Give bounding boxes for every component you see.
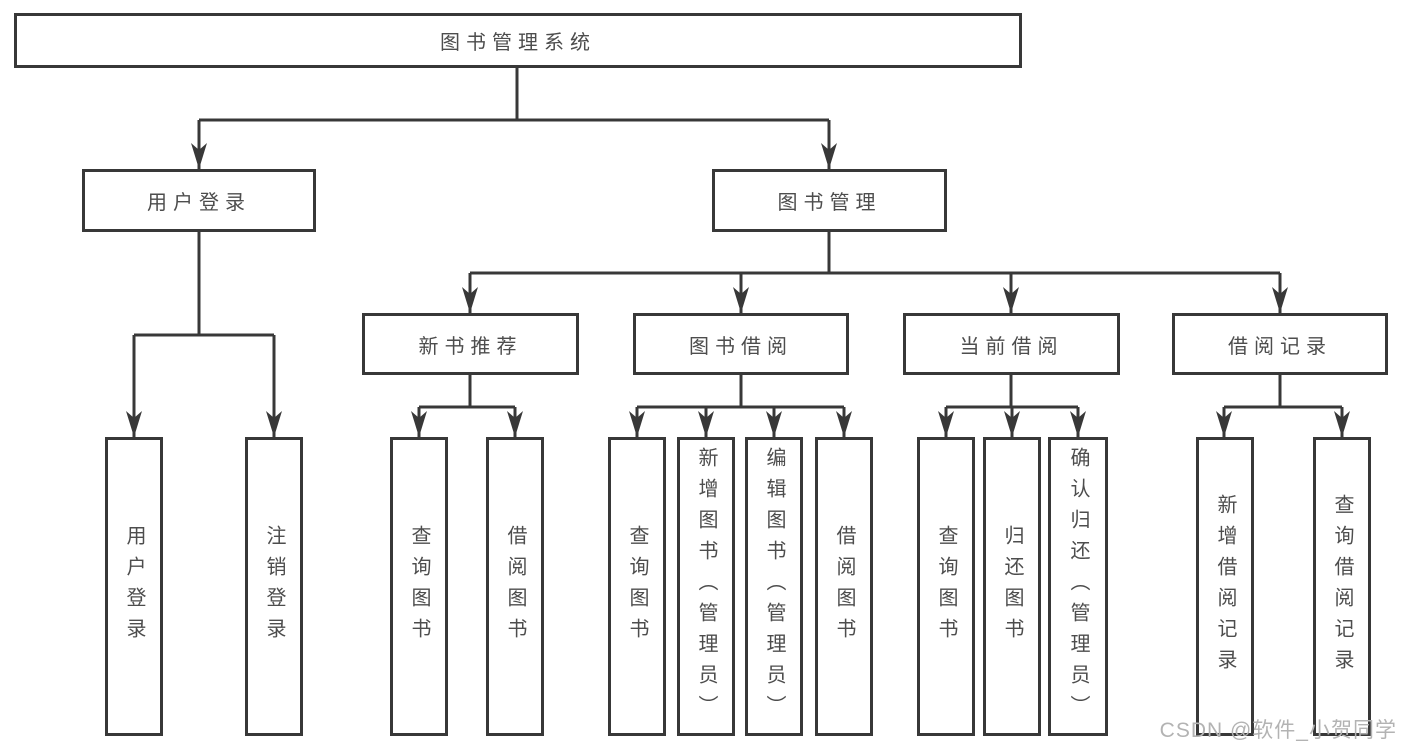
connector-book-management-children: [462, 232, 1288, 313]
leaf-query-books-recommend: 查询图书: [390, 437, 448, 736]
node-new-book-recommend-label: 新书推荐: [418, 335, 523, 358]
leaf-query-books-borrow: 查询图书: [608, 437, 666, 736]
leaf-edit-books-admin-label: 编辑图书（管理员）: [763, 447, 785, 726]
node-new-book-recommend: 新书推荐: [362, 313, 579, 375]
node-book-management: 图书管理: [712, 169, 947, 232]
node-book-borrow-label: 图书借阅: [689, 335, 793, 358]
node-current-borrow: 当前借阅: [903, 313, 1120, 375]
node-current-borrow-label: 当前借阅: [959, 335, 1064, 358]
leaf-return-books: 归还图书: [983, 437, 1041, 736]
leaf-add-books-admin-label: 新增图书（管理员）: [695, 447, 717, 726]
leaf-borrow-books-recommend-label: 借阅图书: [504, 524, 526, 649]
connector-borrow-records-children: [1216, 375, 1350, 437]
leaf-user-login-label: 用户登录: [123, 524, 145, 649]
leaf-query-books-borrow-label: 查询图书: [626, 524, 648, 649]
connector-new-book-children: [411, 375, 523, 437]
node-user-login-label: 用户登录: [147, 192, 251, 214]
node-borrow-records: 借阅记录: [1172, 313, 1388, 375]
leaf-user-login: 用户登录: [105, 437, 163, 736]
leaf-add-borrow-record: 新增借阅记录: [1196, 437, 1254, 736]
leaf-borrow-books-label: 借阅图书: [833, 524, 855, 649]
leaf-query-borrow-record-label: 查询借阅记录: [1331, 493, 1353, 680]
connector-user-login-children: [126, 232, 282, 437]
node-library-system-label: 图书管理系统: [440, 32, 596, 54]
leaf-query-books-current: 查询图书: [917, 437, 975, 736]
node-library-system: 图书管理系统: [14, 13, 1022, 68]
leaf-return-books-label: 归还图书: [1001, 524, 1023, 649]
node-user-login: 用户登录: [82, 169, 316, 232]
leaf-query-books-current-label: 查询图书: [935, 524, 957, 649]
leaf-confirm-return-admin-label: 确认归还（管理员）: [1067, 447, 1089, 726]
node-borrow-records-label: 借阅记录: [1228, 335, 1332, 358]
connector-root-to-level2: [191, 68, 837, 169]
leaf-add-borrow-record-label: 新增借阅记录: [1214, 493, 1236, 680]
leaf-logout-label: 注销登录: [263, 524, 285, 649]
node-book-borrow: 图书借阅: [633, 313, 849, 375]
leaf-edit-books-admin: 编辑图书（管理员）: [745, 437, 803, 736]
csdn-watermark: CSDN @软件_小贺同学: [1159, 719, 1397, 742]
connector-current-borrow-children: [938, 375, 1086, 437]
leaf-add-books-admin: 新增图书（管理员）: [677, 437, 735, 736]
leaf-query-books-recommend-label: 查询图书: [408, 524, 430, 649]
leaf-borrow-books: 借阅图书: [815, 437, 873, 736]
leaf-logout: 注销登录: [245, 437, 303, 736]
node-book-management-label: 图书管理: [777, 192, 882, 214]
leaf-query-borrow-record: 查询借阅记录: [1313, 437, 1371, 736]
connector-book-borrow-children: [629, 375, 852, 437]
leaf-confirm-return-admin: 确认归还（管理员）: [1048, 437, 1108, 736]
leaf-borrow-books-recommend: 借阅图书: [486, 437, 544, 736]
